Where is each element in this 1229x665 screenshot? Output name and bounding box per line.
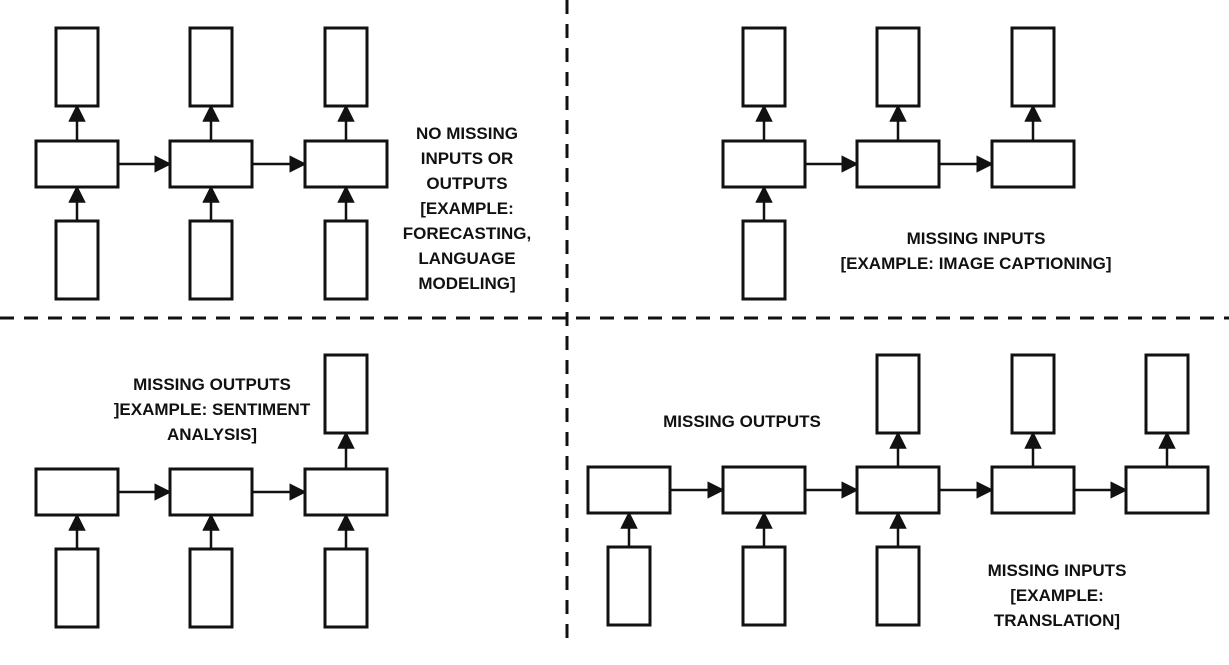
output-box <box>741 26 787 108</box>
hidden-state-box <box>586 465 672 515</box>
hidden-state-box <box>168 467 254 517</box>
label-line: MISSING INPUTS <box>906 229 1046 248</box>
output-box <box>875 26 921 108</box>
input-box <box>188 219 234 301</box>
label-missing-outputs-translation: MISSING OUTPUTS <box>642 409 842 434</box>
input-box <box>54 547 100 629</box>
label-line: MISSING OUTPUTS <box>133 375 291 394</box>
hidden-state-box <box>168 139 254 189</box>
label-line: [EXAMPLE: <box>1010 586 1104 605</box>
hidden-state-box <box>721 465 807 515</box>
output-box <box>1010 26 1056 108</box>
hidden-state-box <box>303 467 389 517</box>
label-line: FORECASTING, <box>402 224 532 243</box>
output-box <box>54 26 100 108</box>
output-box <box>323 353 369 435</box>
input-box <box>188 547 234 629</box>
input-box <box>323 219 369 301</box>
hidden-state-box <box>34 467 120 517</box>
label-missing-inputs-captioning: MISSING INPUTS [EXAMPLE: IMAGE CAPTIONIN… <box>816 226 1136 276</box>
label-line: [EXAMPLE: IMAGE CAPTIONING] <box>840 254 1112 273</box>
label-line: ]EXAMPLE: SENTIMENT <box>113 400 311 419</box>
input-box <box>606 545 652 627</box>
output-box <box>188 26 234 108</box>
hidden-state-box <box>855 139 941 189</box>
label-missing-outputs-sentiment: MISSING OUTPUTS ]EXAMPLE: SENTIMENT ANAL… <box>92 372 332 447</box>
output-box <box>323 26 369 108</box>
label-line: MISSING OUTPUTS <box>663 412 821 431</box>
input-box <box>875 545 921 627</box>
label-line: ANALYSIS] <box>166 425 258 444</box>
label-no-missing: NO MISSING INPUTS OR OUTPUTS [EXAMPLE: F… <box>392 121 542 296</box>
output-box <box>1144 353 1190 435</box>
label-line: LANGUAGE <box>418 249 516 268</box>
label-line: [EXAMPLE: <box>420 199 514 218</box>
input-box <box>741 545 787 627</box>
input-box <box>54 219 100 301</box>
hidden-state-box <box>721 139 807 189</box>
label-line: INPUTS OR <box>420 149 514 168</box>
hidden-state-box <box>34 139 120 189</box>
output-box <box>1010 353 1056 435</box>
label-line: TRANSLATION] <box>993 611 1121 630</box>
hidden-state-box <box>303 139 389 189</box>
output-box <box>875 353 921 435</box>
label-line: MISSING INPUTS <box>987 561 1127 580</box>
label-missing-inputs-translation: MISSING INPUTS [EXAMPLE: TRANSLATION] <box>962 558 1152 633</box>
hidden-state-box <box>990 465 1076 515</box>
input-box <box>323 547 369 629</box>
hidden-state-box <box>855 465 941 515</box>
hidden-state-box <box>1124 465 1210 515</box>
input-box <box>741 219 787 301</box>
label-line: NO MISSING <box>415 124 518 143</box>
label-line: OUTPUTS <box>426 174 508 193</box>
label-line: MODELING] <box>418 274 516 293</box>
hidden-state-box <box>990 139 1076 189</box>
